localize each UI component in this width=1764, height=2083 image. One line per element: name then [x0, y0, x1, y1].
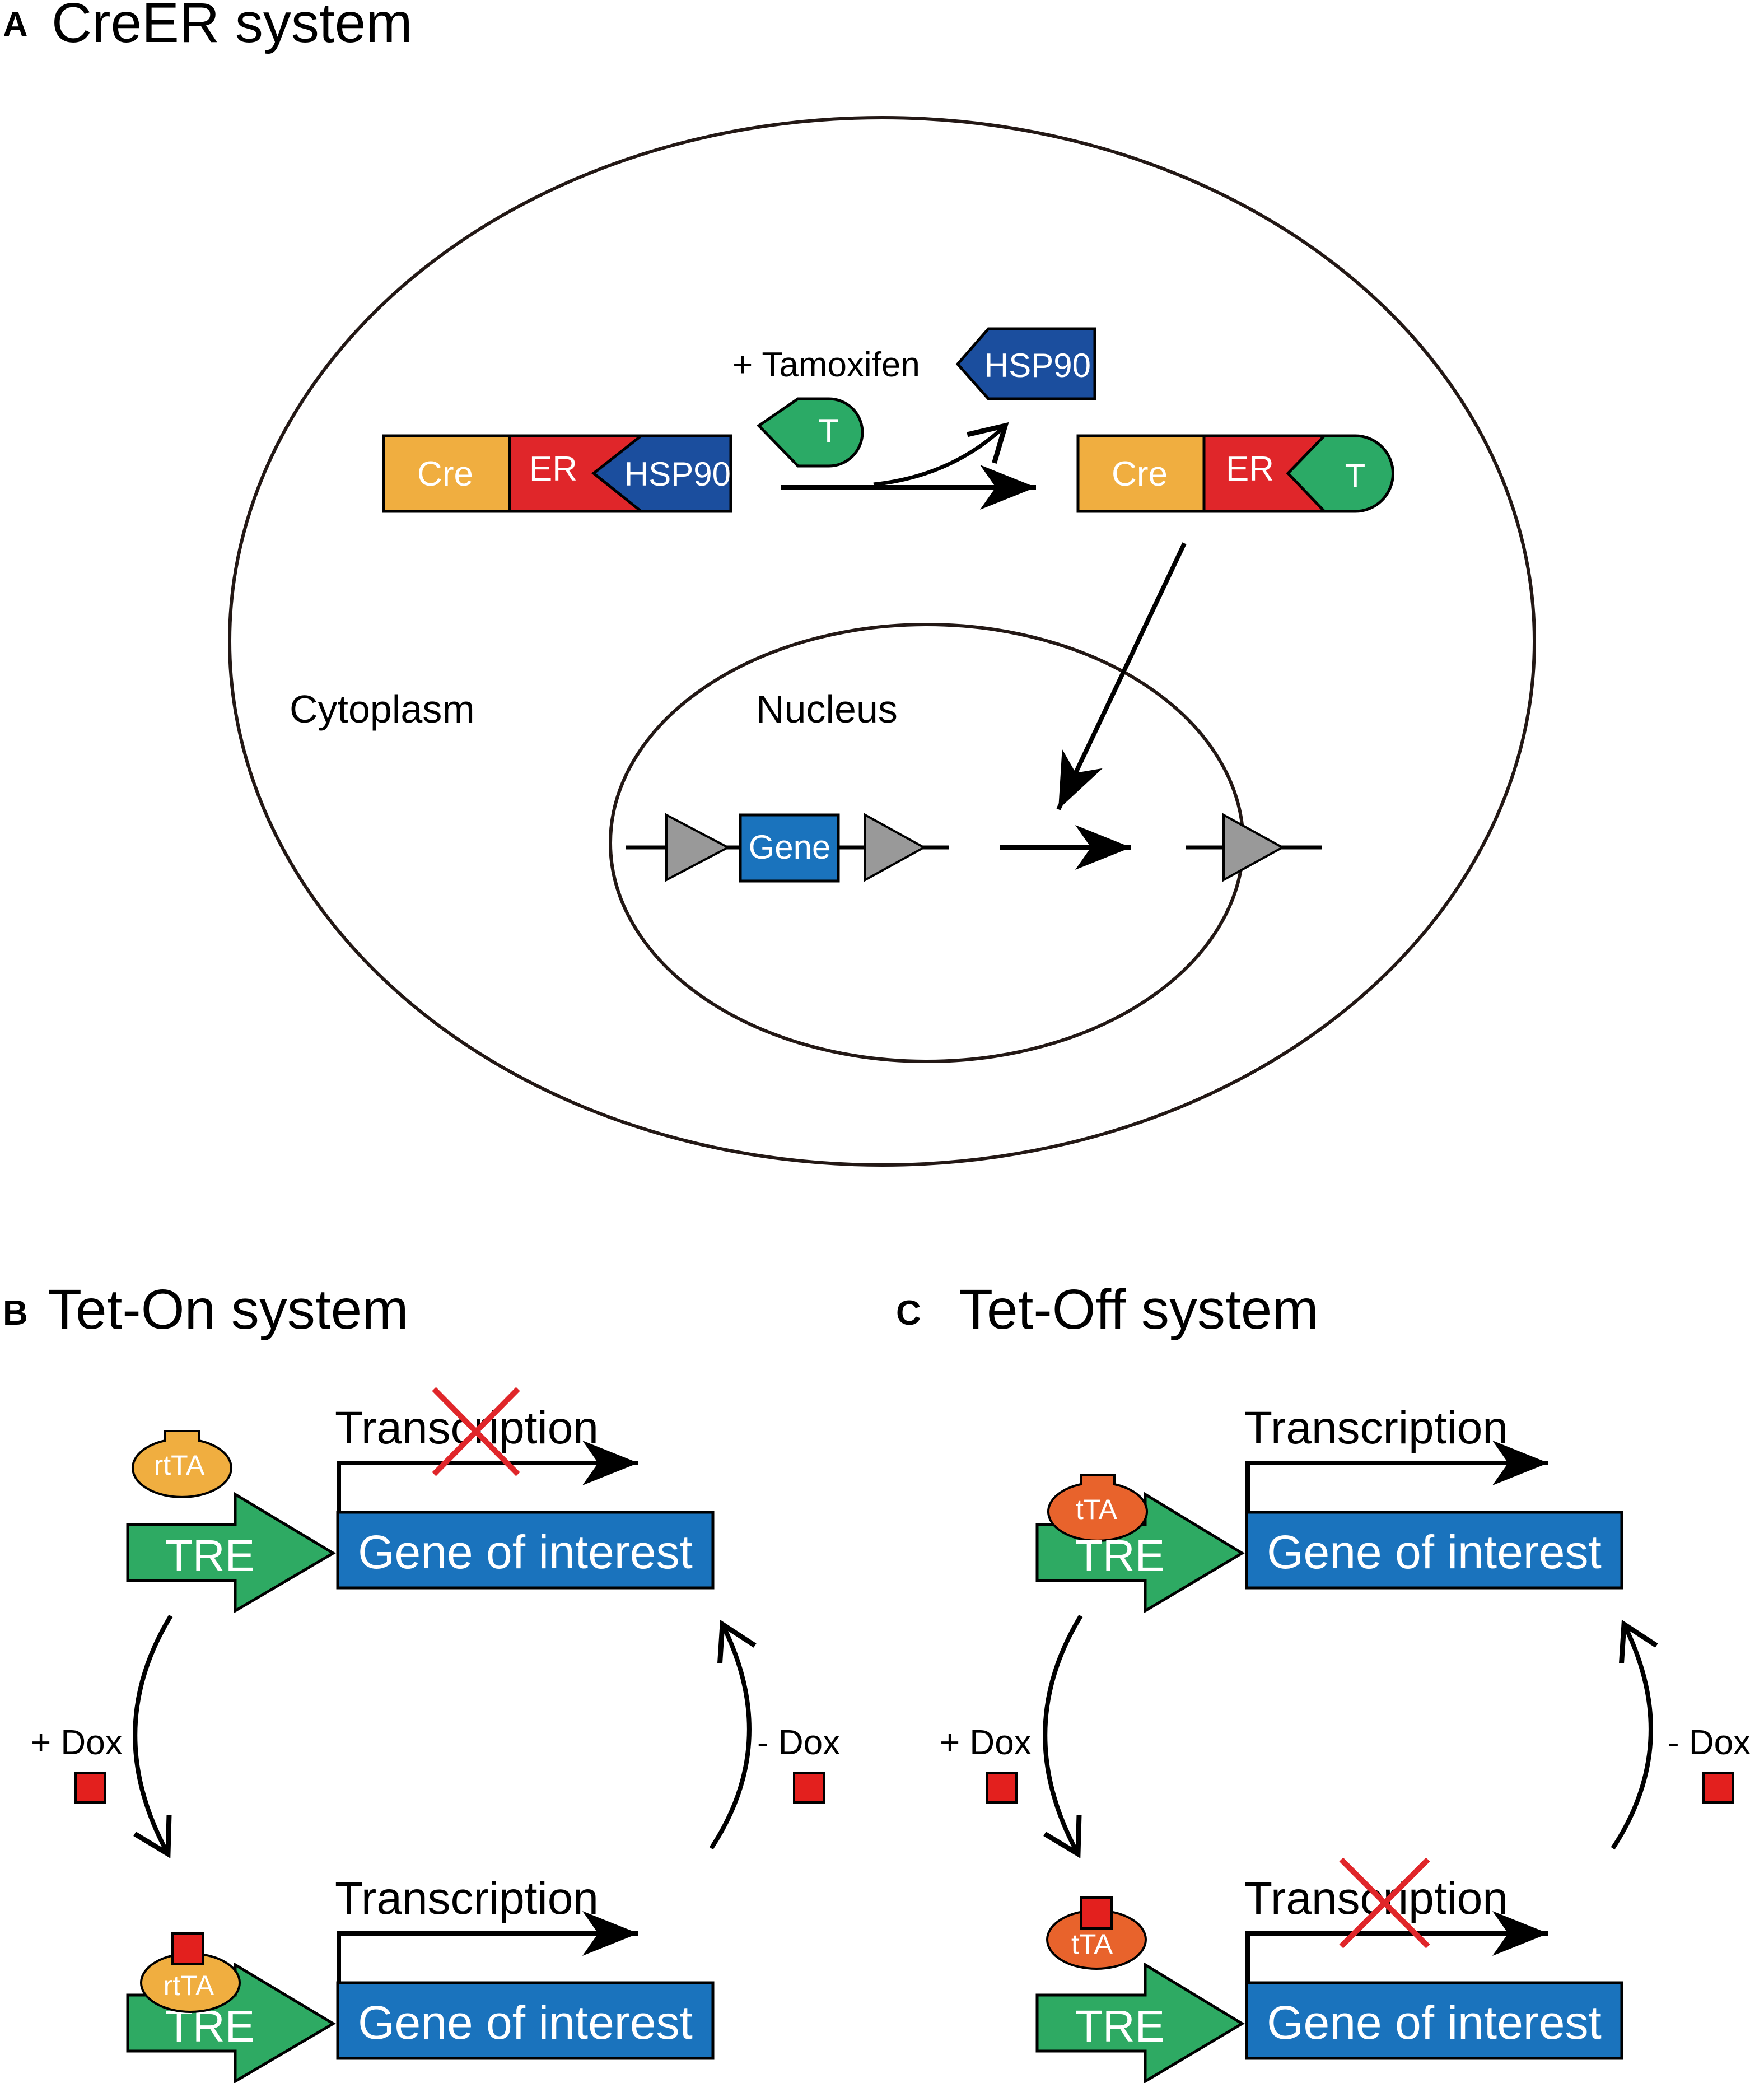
tet-on-plus-dox-molecule: [74, 1772, 106, 1804]
tet-off-bottom-transcription-arrow: [1245, 1911, 1548, 1983]
panel-a-letter: A: [3, 6, 28, 44]
tre-top-label-off: TRE: [1075, 1531, 1165, 1581]
cre-block-inactive: [382, 434, 511, 513]
cre-block-active: [1076, 434, 1206, 513]
gene-box-bottom-off-label: Gene of interest: [1267, 1996, 1602, 2049]
er-label-active: ER: [1226, 450, 1274, 488]
tet-off-minus-dox-arrow: [1611, 1620, 1658, 1850]
tet-off-plus-dox-molecule: [986, 1772, 1018, 1804]
gene-box-top-off-label: Gene of interest: [1267, 1526, 1602, 1578]
gene-box-bottom: [336, 1981, 715, 2060]
cell-membrane: [228, 116, 1536, 1167]
tet-off-minus-dox-molecule: [1702, 1772, 1734, 1804]
bound-hsp90-shape: [591, 434, 732, 513]
panel-b-title: Tet-On system: [48, 1278, 409, 1341]
floxed-locus: Gene: [626, 813, 949, 883]
cytoplasm-label: Cytoplasm: [290, 687, 475, 731]
rtta-top: [132, 1430, 232, 1498]
tet-off-bottom-no-transcription-cross: [1339, 1857, 1430, 1949]
cross-stroke-4: [1339, 1857, 1430, 1949]
rtta-top-label: rtTA: [154, 1450, 205, 1481]
tet-on-bottom-state: Transcription TRE rtTA Gene of interest: [126, 1873, 715, 2083]
panel-b-letter: B: [3, 1294, 28, 1332]
tamoxifen-label: + Tamoxifen: [732, 346, 920, 384]
panel-a-title: CreER system: [52, 0, 413, 54]
cross-stroke-2: [432, 1387, 520, 1476]
gene-box-top-off: [1245, 1511, 1623, 1590]
gene-box-bottom-off: [1245, 1981, 1623, 2060]
tta-top: [1047, 1474, 1148, 1542]
dox-bound-tta: [1080, 1896, 1113, 1930]
free-hsp90-shape: [955, 327, 1096, 400]
tre-top-arrow: [126, 1492, 336, 1614]
tet-off-top-transcription-arrow: [1245, 1441, 1548, 1512]
tet-on-top-no-transcription-cross: [432, 1387, 520, 1476]
tet-on-top-transcription-label: Transcription: [335, 1402, 599, 1453]
tet-on-top-state: Transcription rtTA TRE Gene of interest: [126, 1387, 715, 1614]
loxp-site-remaining: [1222, 813, 1285, 882]
loxp-site-1: [665, 813, 731, 882]
active-creer-construct: Cre ER T: [1076, 434, 1394, 513]
tet-on-minus-dox-molecule: [793, 1772, 825, 1804]
recombined-locus: [1186, 813, 1322, 882]
gene-box-top-label: Gene of interest: [358, 1526, 693, 1578]
panel-a: A CreER system + Tamoxifen HSP90 T Cre E…: [3, 0, 1536, 1167]
tta-bottom-label: tTA: [1071, 1928, 1113, 1960]
free-tamoxifen: T: [757, 397, 864, 468]
panel-c: C Tet-Off system Transcription tTA TRE G…: [896, 1278, 1751, 2083]
tre-top-label: TRE: [165, 1531, 255, 1581]
tet-on-minus-dox-label: - Dox: [757, 1723, 840, 1762]
bound-hsp90-label: HSP90: [624, 455, 731, 493]
tet-on-plus-dox-arrow: [133, 1614, 173, 1858]
hsp90-release-arrow: [873, 422, 1009, 487]
free-hsp90: HSP90: [955, 327, 1096, 400]
gene-box-top: [336, 1511, 715, 1590]
gene-box-bottom-label: Gene of interest: [358, 1996, 693, 2049]
cre-label-inactive: Cre: [417, 455, 473, 493]
floxed-gene-label: Gene: [749, 828, 831, 866]
loxp-site-2: [864, 813, 927, 882]
tet-off-minus-dox-label: - Dox: [1668, 1723, 1751, 1762]
tet-on-top-transcription-arrow: [337, 1441, 638, 1512]
floxed-gene-box: [739, 813, 840, 883]
tet-off-bottom-state: Transcription tTA TRE Gene of interest: [1035, 1857, 1623, 2083]
bound-tamoxifen-shape: [1286, 434, 1394, 513]
tre-bottom-label-off: TRE: [1075, 2001, 1165, 2051]
tet-on-plus-dox-label: + Dox: [31, 1723, 123, 1762]
tet-off-top-transcription-label: Transcription: [1244, 1402, 1508, 1453]
free-tamoxifen-shape: [757, 397, 864, 468]
free-tamoxifen-label: T: [819, 412, 839, 450]
panel-c-letter: C: [896, 1294, 921, 1332]
tet-off-plus-dox-arrow: [1043, 1614, 1083, 1858]
tet-off-plus-dox-label: + Dox: [940, 1723, 1032, 1762]
tre-bottom-arrow-off: [1035, 1962, 1245, 2083]
rtta-bottom-label: rtTA: [164, 1970, 214, 2001]
cre-label-active: Cre: [1112, 455, 1168, 493]
bound-tamoxifen-label: T: [1345, 457, 1366, 495]
inactive-creer-construct: Cre ER HSP90: [382, 434, 732, 513]
tet-off-top-state: Transcription tTA TRE Gene of interest: [1035, 1402, 1623, 1614]
panel-b: B Tet-On system Transcription rtTA TRE G…: [3, 1278, 840, 2083]
tet-on-bottom-transcription-arrow: [337, 1911, 638, 1983]
nucleus-label: Nucleus: [756, 687, 898, 731]
free-hsp90-label: HSP90: [984, 347, 1091, 384]
panel-c-title: Tet-Off system: [959, 1278, 1319, 1341]
tet-on-bottom-transcription-label: Transcription: [335, 1873, 599, 1924]
nuclear-translocation-arrow: [1056, 542, 1187, 810]
er-label-inactive: ER: [529, 450, 577, 488]
dox-bound-rtta: [171, 1932, 204, 1965]
tta-top-label: tTA: [1076, 1494, 1118, 1525]
tet-on-minus-dox-arrow: [709, 1620, 757, 1850]
